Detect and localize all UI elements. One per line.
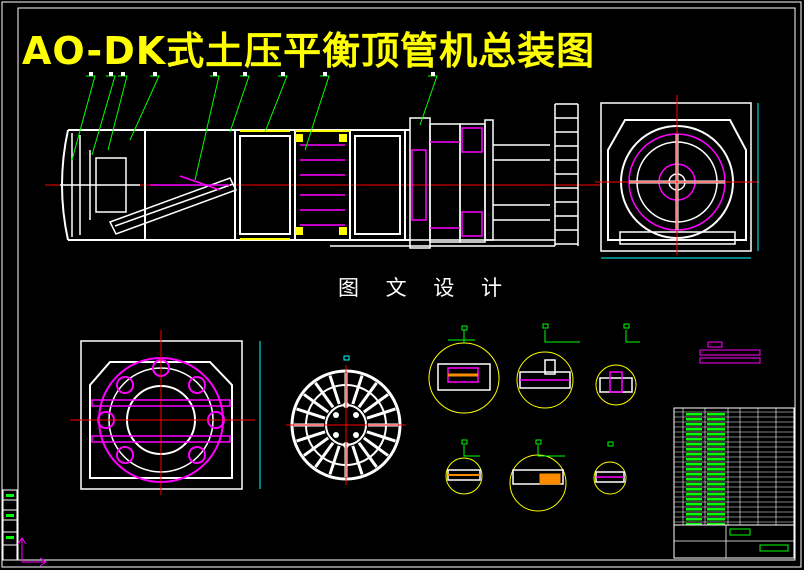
parts-list-entry [686,463,702,466]
bulkhead-marks [150,144,345,226]
cutterhead-view [286,355,406,485]
cutterhead-spoke [351,375,364,405]
parts-list-columns [682,408,777,525]
cutterhead-spoke [362,436,389,457]
technical-notes-block [699,341,761,364]
main-elevation-view [45,72,600,249]
cutterhead-spoke [314,382,335,409]
parts-list-entry [707,418,725,421]
shield-body [61,129,410,241]
parts-list-entry [707,428,725,431]
parts-list-rows [674,411,794,523]
parts-list-entry [707,518,725,521]
jacking-cylinders [411,127,483,237]
parts-list-entry [707,508,725,511]
cutterhead-spoke [328,445,341,475]
parts-list-entry [707,448,725,451]
parts-list-entry [686,448,702,451]
parts-list-entry [686,498,702,501]
parts-list-entry [686,508,702,511]
cutterhead-spoke [351,445,364,475]
cutterhead-spoke [362,393,389,414]
joint-marks [240,130,350,240]
parts-list-entry [707,443,725,446]
cutterhead-spoke [314,441,335,468]
parts-list-entry [686,413,702,416]
cross-section-view [70,330,261,495]
parts-list-entry [707,413,725,416]
jacking-frame [330,117,555,249]
parts-list-entry [686,518,702,521]
parts-list-entry [707,433,725,436]
parts-list-entry [686,493,702,496]
drawing-title: AO-DK式土压平衡顶管机总装图 [22,29,596,73]
parts-list-entry [707,473,725,476]
parts-list-entry [707,438,725,441]
parts-list-entry [686,503,702,506]
parts-list-entry [686,428,702,431]
parts-list-entry [686,423,702,426]
detail-views [428,323,640,512]
cutterhead-spoke [303,436,330,457]
parts-list-entry [686,443,702,446]
parts-list-entry [686,488,702,491]
reaction-wall [554,103,579,246]
cutterhead-spoke [303,393,330,414]
parts-list-entry [707,498,725,501]
part-labels [89,72,435,76]
parts-list-entry [707,523,725,526]
parts-list-entry [707,478,725,481]
parts-list-entry [707,463,725,466]
parts-list-entry [686,438,702,441]
parts-list-entry [686,478,702,481]
parts-list-entry [686,473,702,476]
parts-list-entry [686,418,702,421]
screw-conveyor [108,177,238,235]
left-margin-marks [6,494,14,539]
parts-list-entry [686,483,702,486]
parts-list-entry [707,458,725,461]
parts-list-entry [686,468,702,471]
cutterhead-front [60,133,140,237]
parts-list-entry [686,523,702,526]
cutterhead-spoke [366,407,396,420]
parts-list-entry [707,483,725,486]
parts-list-entry [686,433,702,436]
front-end-view [595,95,760,259]
parts-list-entry [707,423,725,426]
parts-list-entry [707,503,725,506]
left-margin-block [2,489,18,561]
cutterhead-spoke [357,441,378,468]
cutterhead-spokes [294,373,398,477]
parts-list-entry [707,513,725,516]
cutterhead-spoke [328,375,341,405]
parts-list-entry [707,488,725,491]
parts-list-entry [686,513,702,516]
parts-list-entry [707,493,725,496]
parts-list-entry [707,468,725,471]
ucs-axis-icon [17,537,47,567]
cutterhead-spoke [296,407,326,420]
cutterhead-spoke [366,430,396,443]
title-block [673,407,795,559]
cutterhead-spoke [296,430,326,443]
parts-list-entries [686,413,725,526]
parts-list-entry [686,453,702,456]
parts-list-entry [686,458,702,461]
drawing-subtitle: 图 文 设 计 [338,276,513,300]
parts-list-entry [707,453,725,456]
cutterhead-spoke [357,382,378,409]
